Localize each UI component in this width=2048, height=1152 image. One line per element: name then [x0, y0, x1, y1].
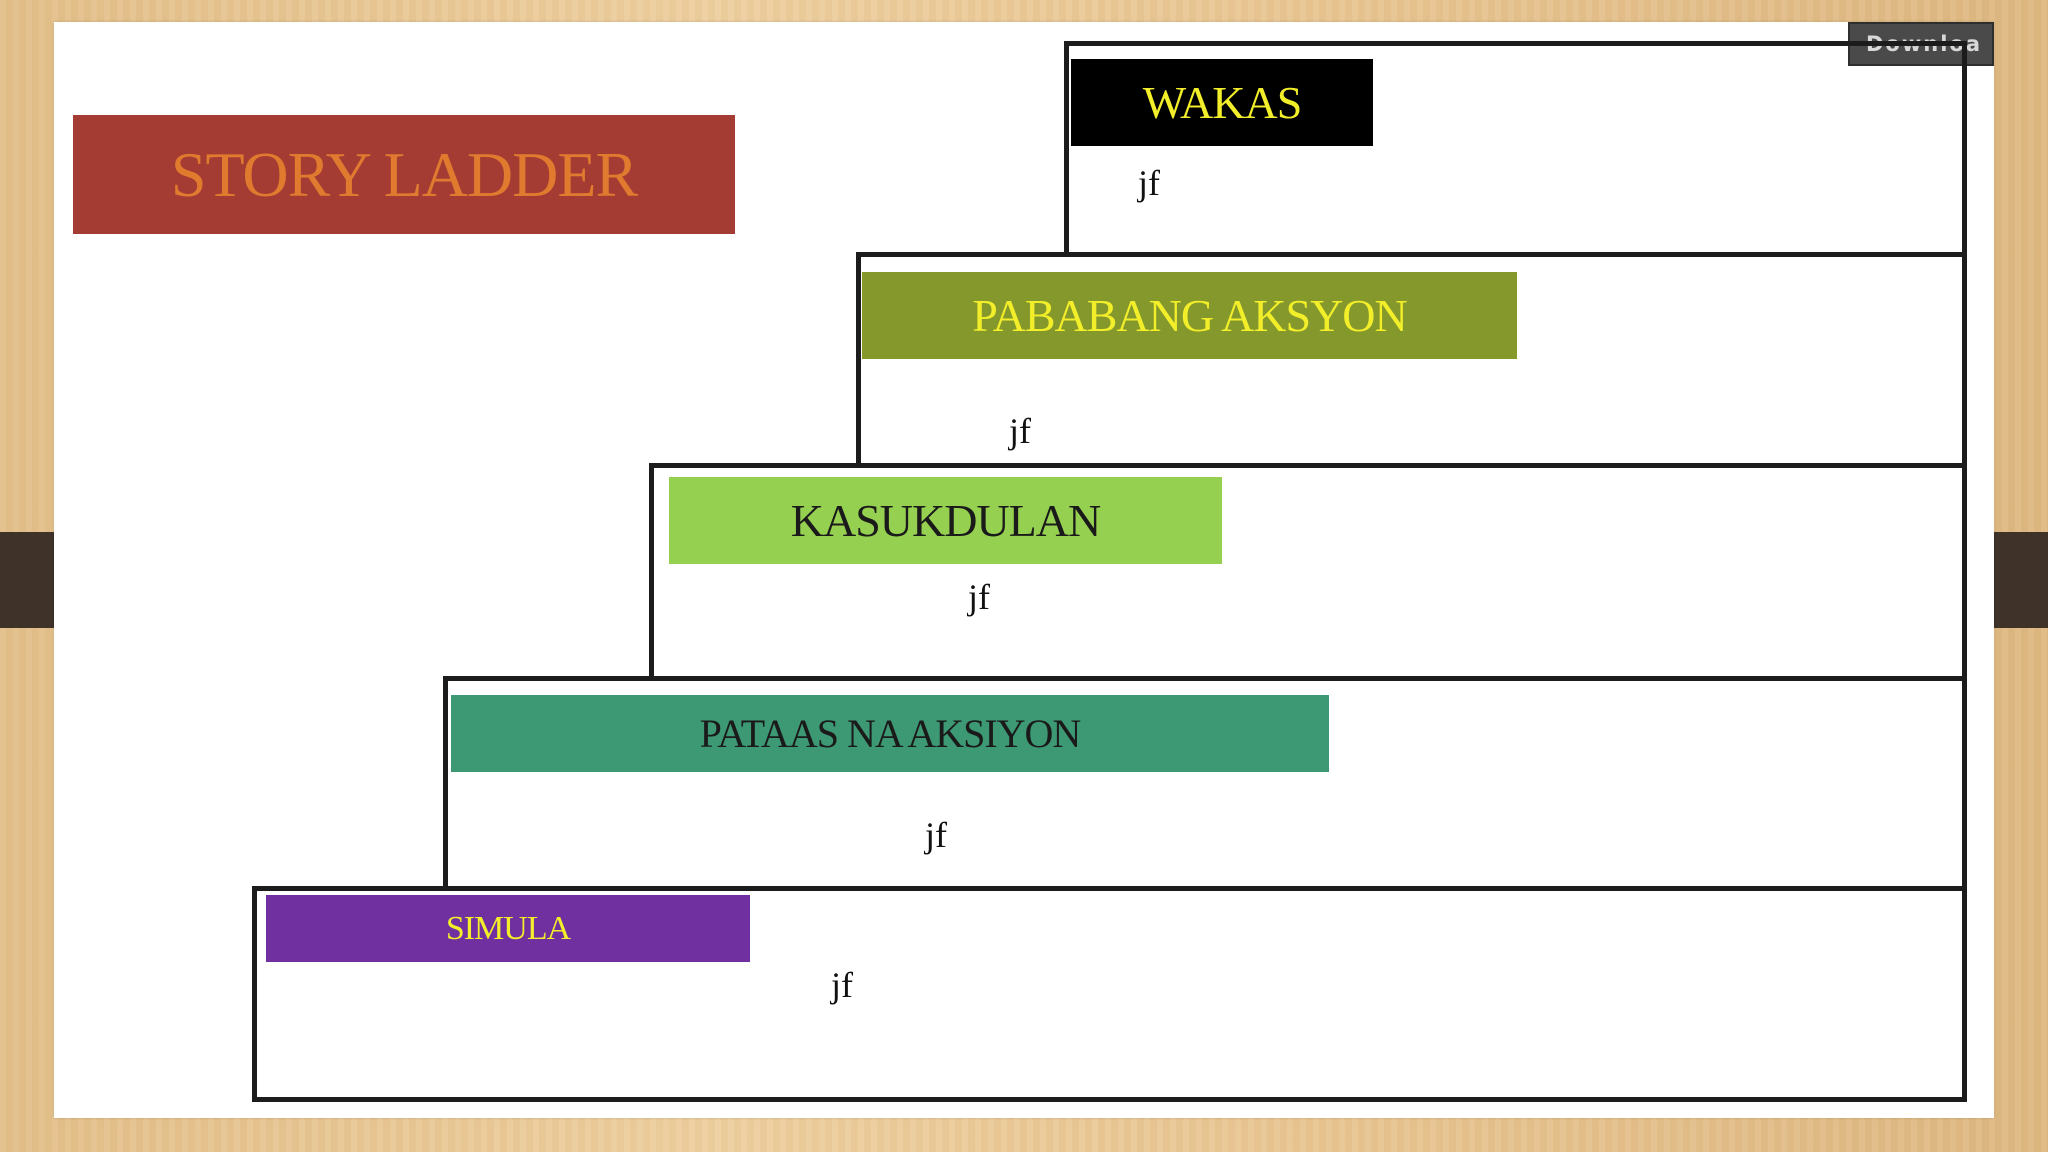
step-body-kasukdulan: jf: [968, 577, 990, 617]
step-label-pababang-aksyon: PABABANG AKSYON: [862, 272, 1517, 359]
title-banner: STORY LADDER: [73, 115, 735, 234]
step-body-wakas: jf: [1138, 163, 1160, 203]
step-body-pababang-aksyon: jf: [1009, 411, 1031, 451]
step-body-pataas-na-aksiyon: jf: [925, 815, 947, 855]
step-label-text: SIMULA: [445, 909, 571, 947]
step-label-text: KASUKDULAN: [790, 495, 1101, 546]
step-label-kasukdulan: KASUKDULAN: [669, 477, 1222, 564]
step-label-text: PATAAS NA AKSIYON: [699, 711, 1082, 756]
step-body-simula: jf: [831, 965, 853, 1005]
step-label-wakas: WAKAS: [1071, 59, 1373, 146]
ladder-step-wakas: [1064, 41, 1967, 257]
background-band-left: [0, 532, 54, 628]
step-label-simula: SIMULA: [266, 895, 750, 962]
background-band-right: [1994, 532, 2048, 628]
step-label-text: WAKAS: [1142, 77, 1303, 128]
page-title: STORY LADDER: [170, 138, 638, 210]
step-label-pataas-na-aksiyon: PATAAS NA AKSIYON: [451, 695, 1329, 772]
step-label-text: PABABANG AKSYON: [972, 290, 1407, 341]
